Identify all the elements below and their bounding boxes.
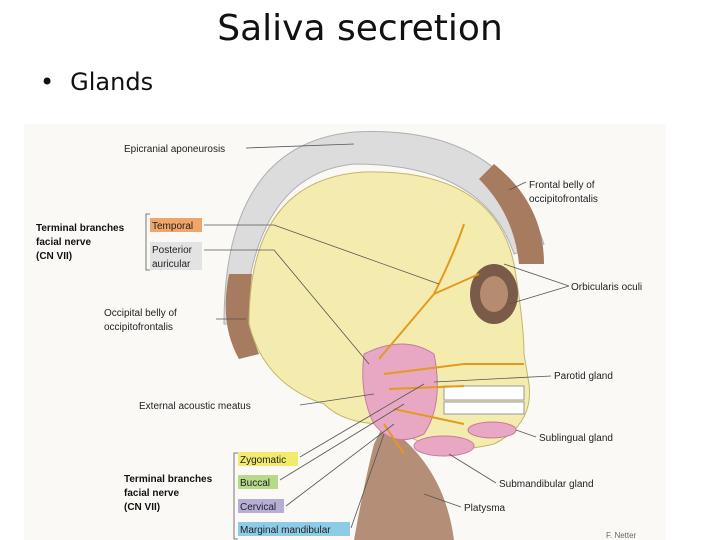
parotid-gland <box>362 343 438 441</box>
label-acoustic: External acoustic meatus <box>139 401 251 412</box>
frontal-muscle <box>479 164 544 264</box>
label-posterior-1: Posterior <box>152 245 193 256</box>
label-occipital-2: occipitofrontalis <box>104 322 173 333</box>
submandibular-gland <box>413 435 475 457</box>
label-epicranial: Epicranial aponeurosis <box>124 144 225 155</box>
label-marginal: Marginal mandibular <box>240 525 331 536</box>
leader-orbicularis <box>503 263 570 305</box>
head-illustration: Epicranial aponeurosis Frontal belly of … <box>36 131 642 540</box>
nerve-branches <box>378 223 524 455</box>
leader-zygomatic <box>299 383 425 458</box>
neck-muscle <box>354 424 454 540</box>
leader-platysma <box>423 493 462 508</box>
label-occipital-1: Occipital belly of <box>104 308 177 319</box>
slide-title: Saliva secretion <box>217 8 503 49</box>
bracket-top <box>145 213 150 271</box>
cervical-tag <box>238 499 284 513</box>
leader-cervical <box>285 423 395 507</box>
label-buccal: Buccal <box>240 478 270 489</box>
posterior-tag <box>150 242 202 270</box>
label-submandibular: Submandibular gland <box>499 479 594 490</box>
leader-posterior <box>204 249 370 365</box>
label-platysma: Platysma <box>464 503 506 514</box>
leader-submandibular <box>448 453 497 484</box>
occipital-muscle <box>225 274 259 359</box>
teeth-lower <box>443 401 525 415</box>
leader-frontal <box>508 181 527 191</box>
label-sublingual: Sublingual gland <box>539 433 613 444</box>
leader-acoustic <box>299 393 375 406</box>
teeth-upper <box>443 385 525 401</box>
label-posterior-2: auricular <box>152 259 191 270</box>
label-temporal: Temporal <box>152 221 193 232</box>
leader-epicranial <box>245 143 355 149</box>
label-frontal-2: occipitofrontalis <box>529 194 598 205</box>
aponeurosis-shape <box>223 131 545 325</box>
bullet-dot: • <box>40 68 55 96</box>
buccal-tag <box>238 475 278 489</box>
marginal-tag <box>238 522 350 536</box>
anatomy-figure: Epicranial aponeurosis Frontal belly of … <box>24 124 666 540</box>
bullet-item: • Glands <box>40 68 153 96</box>
leader-sublingual <box>515 429 537 438</box>
leader-marginal <box>350 433 385 529</box>
label-terminal-top-2: facial nerve <box>36 237 91 248</box>
label-parotid: Parotid gland <box>554 371 613 382</box>
bracket-bottom <box>233 452 238 540</box>
label-frontal-1: Frontal belly of <box>529 180 595 191</box>
label-orbicularis: Orbicularis oculi <box>571 282 642 293</box>
label-signature: F. Netter <box>606 531 637 540</box>
label-terminal-bottom-3: (CN VII) <box>124 502 160 513</box>
temporal-tag <box>150 218 202 232</box>
label-zygomatic: Zygomatic <box>240 455 286 466</box>
bullet-text: Glands <box>70 68 154 96</box>
label-terminal-top-3: (CN VII) <box>36 251 72 262</box>
label-terminal-top-1: Terminal branches <box>36 223 125 234</box>
orbicularis-ring <box>480 276 508 312</box>
label-terminal-bottom-1: Terminal branches <box>124 474 213 485</box>
sublingual-gland <box>467 421 517 439</box>
label-cervical: Cervical <box>240 502 276 513</box>
leader-buccal <box>279 403 405 481</box>
label-terminal-bottom-2: facial nerve <box>124 488 179 499</box>
zygomatic-tag <box>238 452 298 466</box>
leader-temporal <box>204 224 440 285</box>
leader-parotid <box>433 375 552 383</box>
